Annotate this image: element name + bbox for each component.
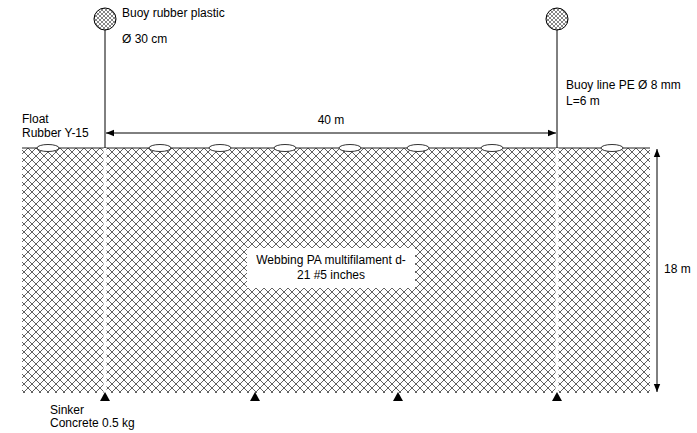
buoy-line-gap xyxy=(104,148,107,393)
floats xyxy=(37,145,623,152)
depth-dimension xyxy=(657,149,658,392)
buoy-label: Buoy rubber plastic xyxy=(122,6,225,20)
sinker-label: Sinker xyxy=(50,403,84,417)
float-type: Rubber Y-15 xyxy=(22,126,89,140)
buoy-line-label: Buoy line PE Ø 8 mm xyxy=(566,78,681,92)
webbing-spec: Webbing PA multifilament d-21 #5 inches xyxy=(256,253,406,283)
float-label: Float xyxy=(22,112,49,126)
sinkers xyxy=(100,392,562,401)
buoy-line xyxy=(105,30,106,148)
sinker-weight: Concrete 0.5 kg xyxy=(50,416,135,430)
buoy-size: Ø 30 cm xyxy=(122,32,167,46)
buoy-line-gap xyxy=(556,148,559,393)
buoy-line-length: L=6 m xyxy=(566,94,600,108)
buoy xyxy=(94,8,116,30)
net-webbing xyxy=(22,148,650,393)
length-dimension xyxy=(106,133,556,134)
buoy-line xyxy=(557,30,558,148)
buoy xyxy=(546,8,568,30)
depth-dimension-label: 18 m xyxy=(664,262,691,276)
webbing-label-box: Webbing PA multifilament d-21 #5 inches xyxy=(247,248,415,288)
length-dimension-label: 40 m xyxy=(315,113,348,127)
